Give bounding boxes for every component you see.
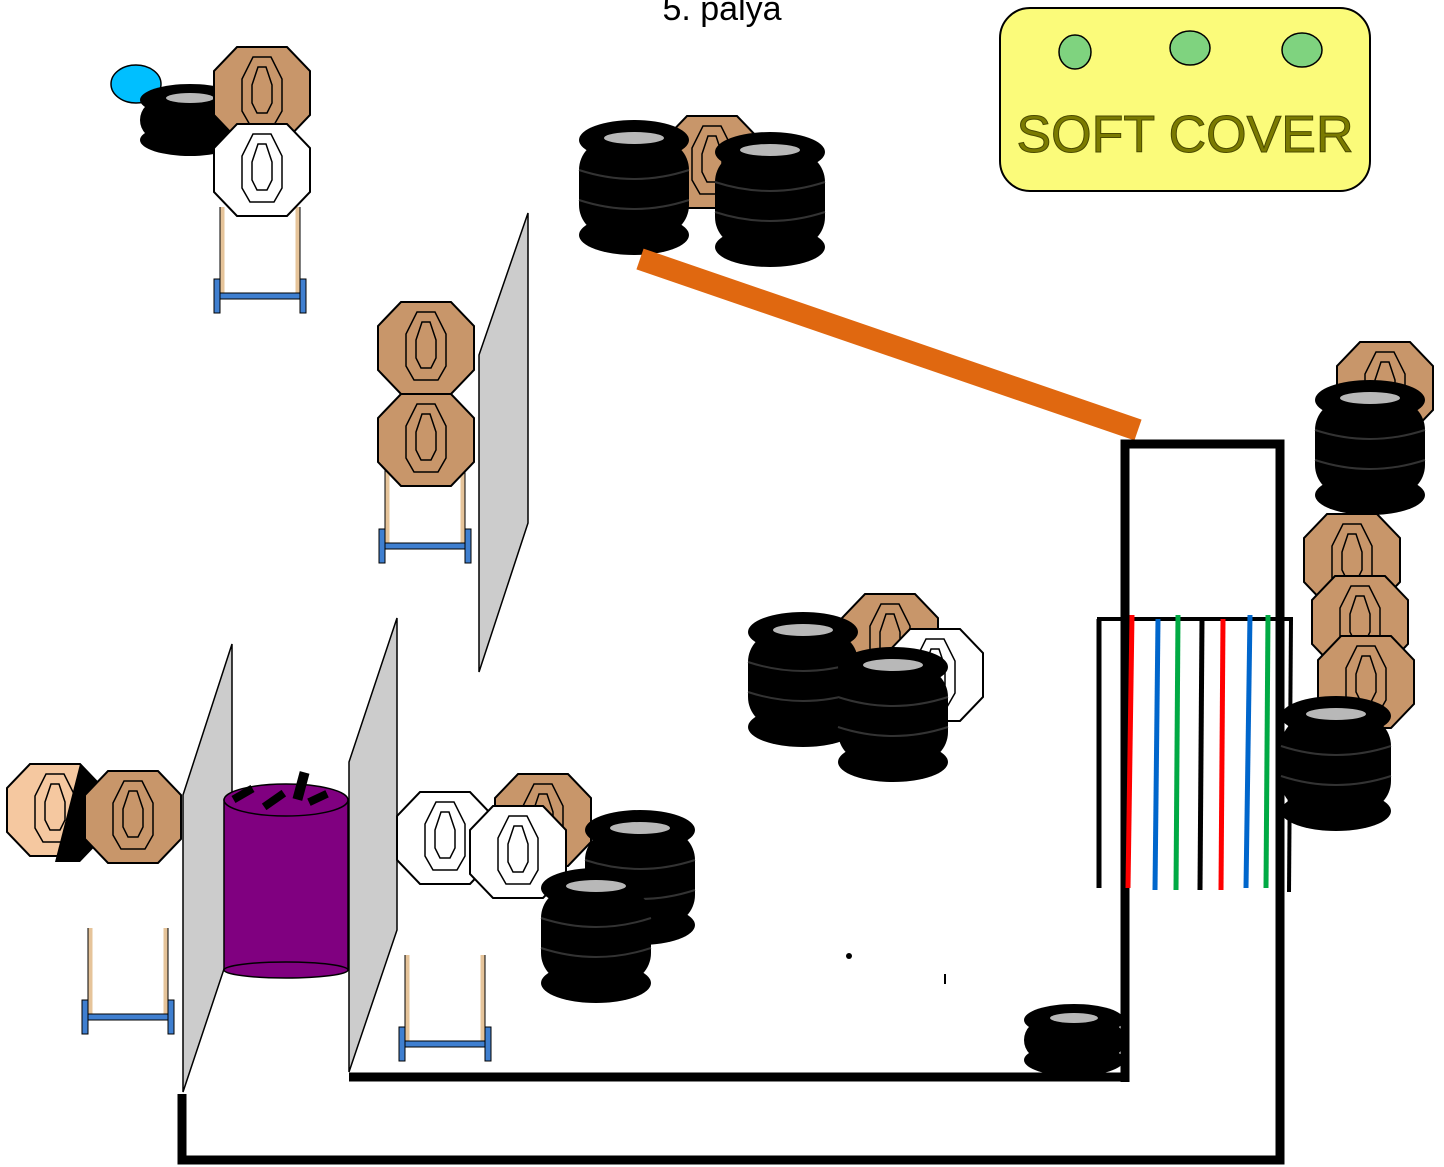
soft-cover-label: SOFT COVER	[1016, 106, 1353, 164]
target-tan	[377, 301, 475, 395]
target-tan	[377, 393, 475, 487]
tire-single	[1024, 1004, 1124, 1076]
target-group-top-left	[110, 46, 311, 313]
target-group-bottom-center	[348, 617, 696, 1073]
wall-panel	[348, 617, 398, 1073]
legend-dot	[1058, 34, 1092, 70]
tire-group-right	[1280, 341, 1434, 832]
purple-barrel	[223, 771, 349, 979]
legend-dot	[1281, 32, 1323, 68]
fault-lines	[177, 439, 1285, 1165]
marker-dot	[846, 953, 852, 959]
stage-title: 5. palya	[662, 0, 781, 28]
tire-group-center	[747, 593, 984, 783]
target-white	[213, 123, 311, 217]
target-group-mid-left	[377, 212, 529, 673]
soft-cover-legend: SOFT COVER	[999, 7, 1371, 192]
wall-panel	[478, 212, 529, 673]
tire-group-top-center	[578, 115, 826, 268]
legend-dot	[1169, 30, 1211, 66]
target-group-bottom-left	[6, 643, 233, 1093]
orange-bar	[636, 248, 1142, 441]
target-tan	[84, 770, 182, 864]
